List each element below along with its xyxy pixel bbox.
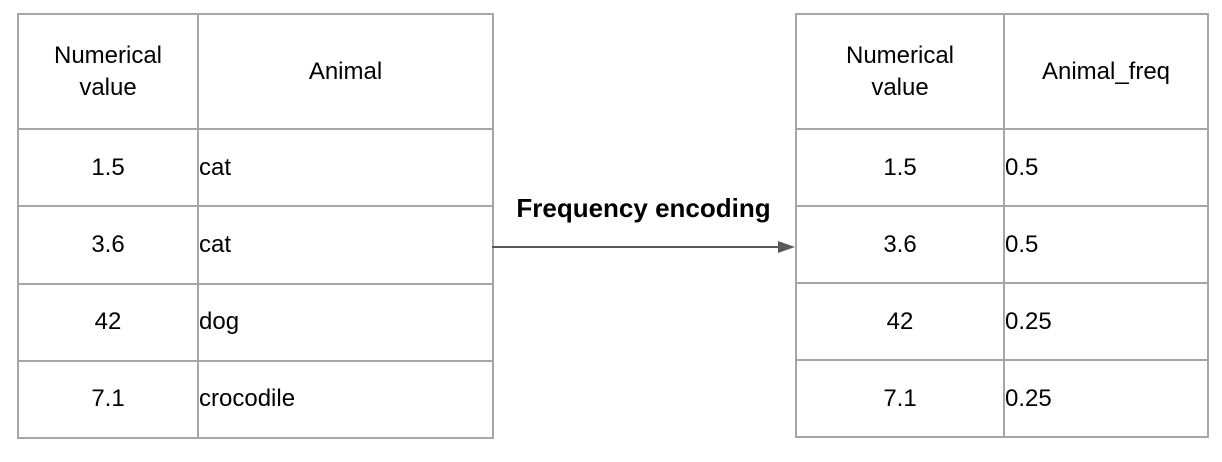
input-cell-animal: crocodile — [197, 359, 494, 440]
transform-label: Frequency encoding — [516, 193, 771, 223]
input-header-animal-label: Animal — [308, 58, 383, 86]
output-header-animal-freq: Animal_freq — [1003, 13, 1209, 130]
output-header-numerical-value: Numerical value — [795, 13, 1005, 130]
output-table-header-row: Numerical value Animal_freq — [795, 13, 1209, 130]
output-cell-numerical-value: 3.6 — [795, 205, 1005, 284]
output-table: Numerical value Animal_freq 1.5 0.5 3.6 … — [795, 13, 1209, 438]
table-row: 7.1 0.25 — [795, 359, 1209, 438]
arrow-head — [778, 241, 795, 253]
input-cell-animal: dog — [197, 282, 494, 362]
table-row: 3.6 0.5 — [795, 205, 1209, 284]
input-cell-numerical-value: 42 — [17, 282, 199, 362]
input-cell-animal: cat — [197, 128, 494, 208]
table-row: 42 dog — [17, 282, 494, 362]
input-table-header-row: Numerical value Animal — [17, 12, 494, 131]
output-cell-numerical-value: 1.5 — [795, 128, 1005, 207]
input-cell-numerical-value: 7.1 — [17, 359, 199, 440]
table-row: 7.1 crocodile — [17, 359, 494, 440]
table-row: 1.5 cat — [17, 128, 494, 208]
input-header-animal: Animal — [197, 12, 494, 131]
output-cell-animal-freq: 0.5 — [1003, 128, 1209, 207]
input-table: Numerical value Animal 1.5 cat 3.6 cat 4… — [17, 12, 494, 440]
arrow-shaft — [492, 246, 781, 248]
input-header-numerical-value-label: Numerical value — [53, 42, 163, 101]
output-cell-numerical-value: 7.1 — [795, 359, 1005, 438]
input-header-numerical-value: Numerical value — [17, 12, 199, 131]
input-cell-numerical-value: 1.5 — [17, 128, 199, 208]
input-cell-numerical-value: 3.6 — [17, 205, 199, 285]
table-row: 3.6 cat — [17, 205, 494, 285]
right-arrow-icon — [492, 241, 795, 254]
output-cell-animal-freq: 0.25 — [1003, 359, 1209, 438]
output-header-animal-freq-label: Animal_freq — [1041, 57, 1171, 85]
output-cell-numerical-value: 42 — [795, 282, 1005, 361]
table-row: 42 0.25 — [795, 282, 1209, 361]
output-header-numerical-value-label: Numerical value — [845, 42, 955, 101]
output-cell-animal-freq: 0.25 — [1003, 282, 1209, 361]
input-cell-animal: cat — [197, 205, 494, 285]
output-cell-animal-freq: 0.5 — [1003, 205, 1209, 284]
table-row: 1.5 0.5 — [795, 128, 1209, 207]
